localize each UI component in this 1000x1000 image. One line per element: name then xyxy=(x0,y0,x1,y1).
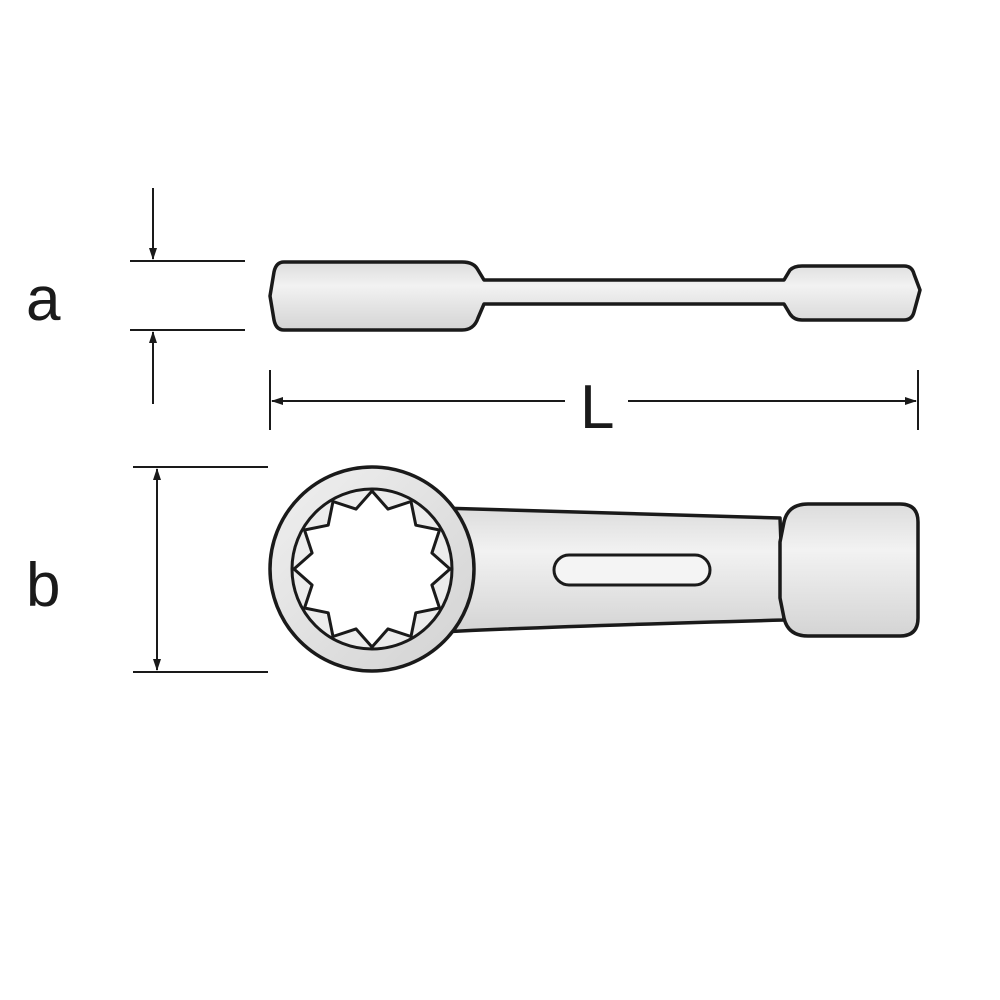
side-view: a L xyxy=(26,188,922,442)
side-view-body xyxy=(268,260,922,332)
twelve-point-socket-opening xyxy=(292,489,452,649)
dim-b-label: b xyxy=(26,551,60,620)
dim-L-label: L xyxy=(580,373,614,442)
top-view: b xyxy=(26,465,920,673)
wrench-striking-end xyxy=(778,502,920,638)
dim-a-label: a xyxy=(26,265,61,334)
handle-slot xyxy=(552,553,712,587)
